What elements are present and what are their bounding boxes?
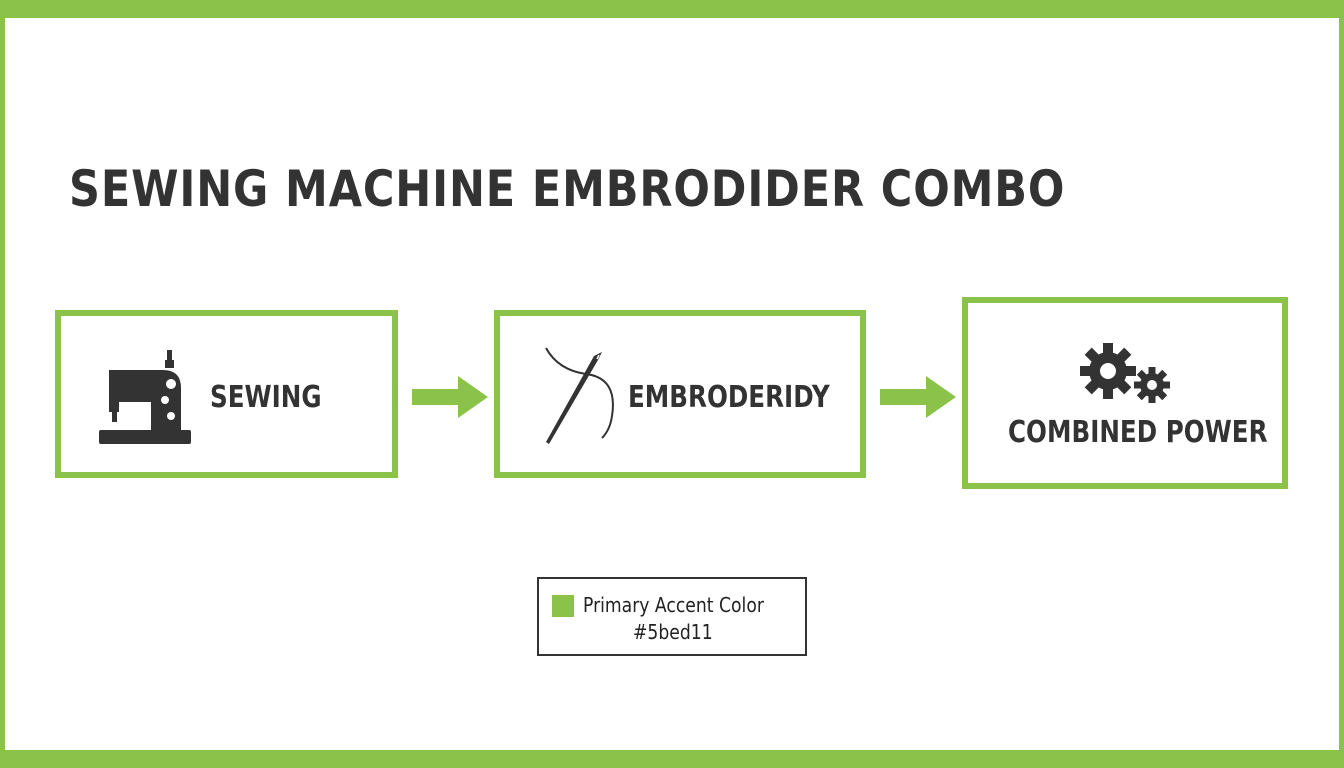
- step-box-embroidery: EMBRODERIDY: [494, 310, 866, 478]
- arrow-right-icon: [880, 376, 956, 418]
- step-box-combined: COMBINED POWER: [962, 297, 1288, 489]
- step-label-combined: COMBINED POWER: [1008, 415, 1268, 450]
- diagram-title: SEWING MACHINE EMBRODIDER COMBO: [69, 160, 1066, 218]
- sewing-machine-icon: [99, 350, 191, 444]
- step-box-sewing: SEWING: [55, 310, 398, 478]
- step-label-sewing: SEWING: [210, 380, 322, 415]
- legend-swatch: [552, 595, 574, 617]
- needle-thread-icon: [545, 347, 614, 444]
- legend-label: Primary Accent Color: [583, 593, 764, 617]
- step-label-embroidery: EMBRODERIDY: [628, 380, 830, 415]
- color-legend: Primary Accent Color #5bed11: [537, 577, 807, 656]
- legend-value: #5bed11: [633, 620, 713, 644]
- arrow-right-icon: [412, 376, 488, 418]
- gears-icon: [1080, 343, 1170, 403]
